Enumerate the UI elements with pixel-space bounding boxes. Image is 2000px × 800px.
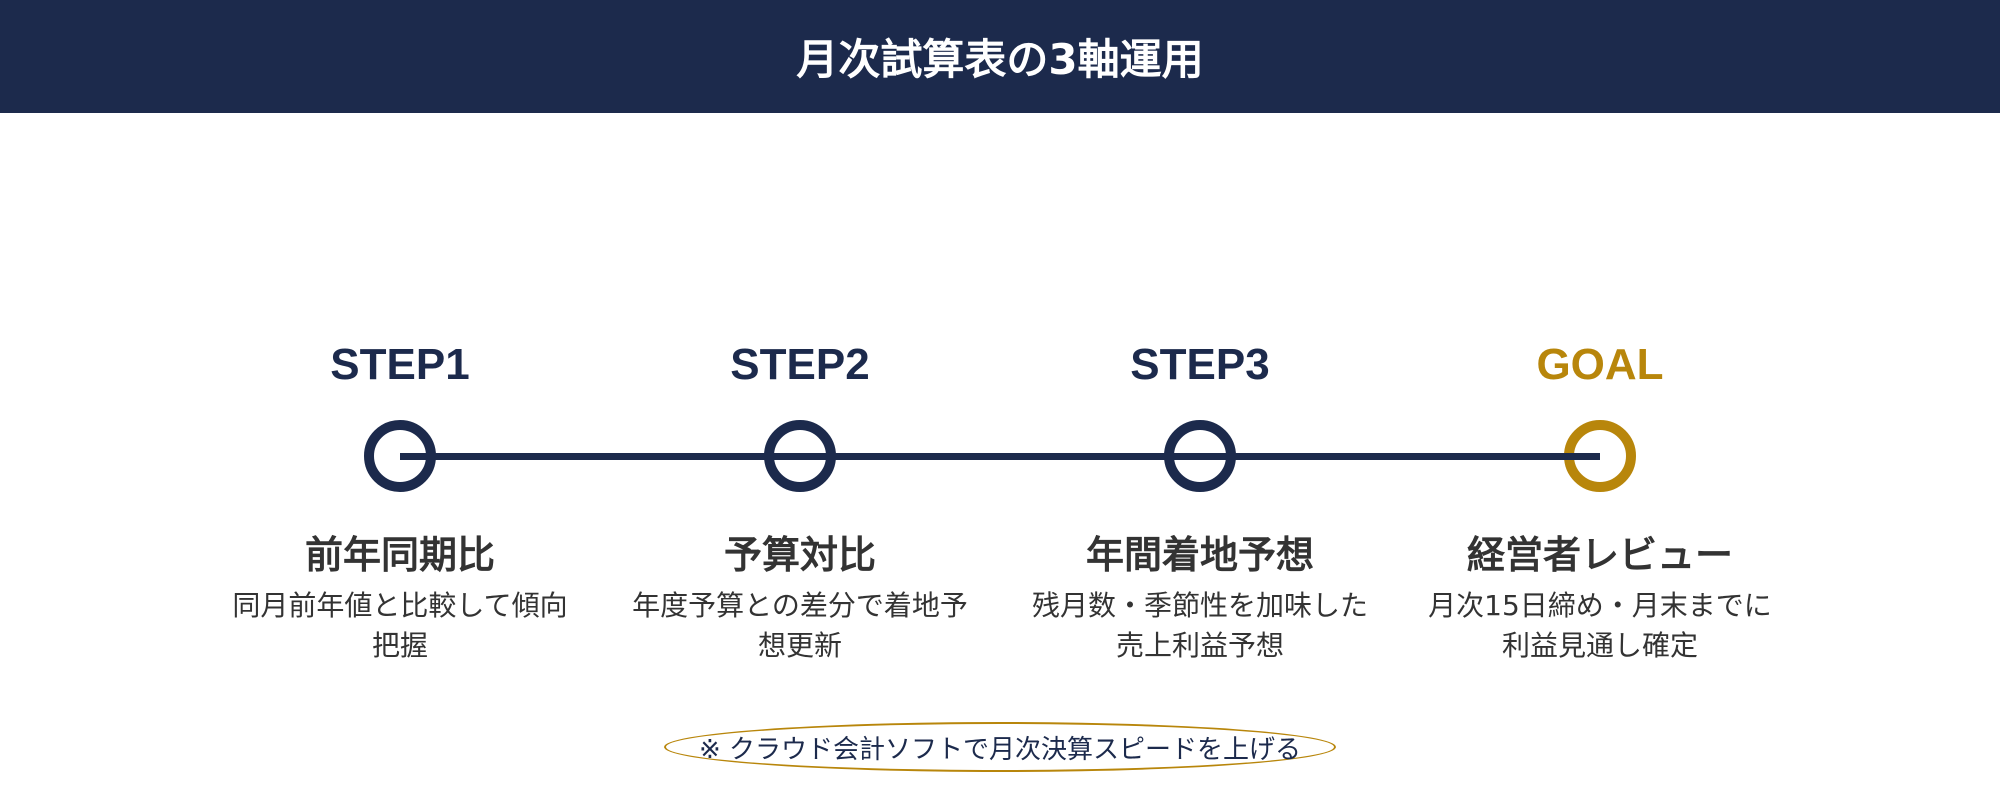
timeline-connector-line [400,453,1600,460]
step1-title: 前年同期比 [304,533,495,577]
step1-desc-line1: 同月前年値と比較して傾向 [232,589,568,622]
goal-label: GOAL [1536,340,1664,389]
goal-description: 月次15日締め・月末までに 利益見通し確定 [1410,586,1790,666]
step3-desc-line2: 売上利益予想 [1115,629,1284,662]
step3-description: 残月数・季節性を加味した 売上利益予想 [1010,586,1390,666]
step3-title: 年間着地予想 [1085,533,1314,577]
step1-label: STEP1 [330,340,470,389]
step1-description: 同月前年値と比較して傾向 把握 [210,586,590,666]
step2-title: 予算対比 [723,533,876,577]
step3-label: STEP3 [1130,340,1270,389]
step2-description: 年度予算との差分で着地予 想更新 [610,586,990,666]
goal-desc-line2: 利益見通し確定 [1501,629,1698,662]
step2-label: STEP2 [730,340,870,389]
goal-desc-line1: 月次15日締め・月末までに [1428,589,1772,622]
goal-title: 経営者レビュー [1466,533,1733,577]
footnote-text: ※ クラウド会計ソフトで月次決算スピードを上げる [698,734,1302,765]
step2-desc-line2: 想更新 [757,629,842,662]
step1-desc-line2: 把握 [371,629,428,662]
step3-desc-line1: 残月数・季節性を加味した [1031,589,1368,622]
page-title: 月次試算表の3軸運用 [796,35,1204,84]
step2-desc-line1: 年度予算との差分で着地予 [632,589,968,622]
footnote-ellipse: ※ クラウド会計ソフトで月次決算スピードを上げる [664,722,1336,772]
header-bar: 月次試算表の3軸運用 [0,0,2000,113]
